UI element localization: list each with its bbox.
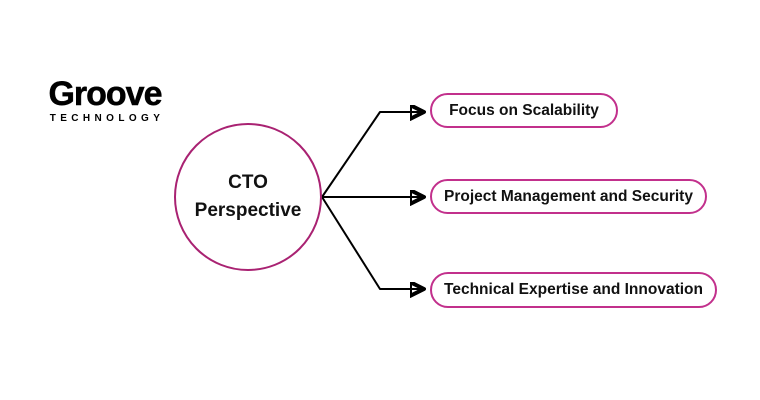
- center-node-line1: CTO: [228, 172, 268, 193]
- brand-name: Groove: [48, 75, 163, 113]
- arrow-to-branch-1: [321, 112, 423, 198]
- center-node-line2: Perspective: [194, 200, 302, 221]
- brand-logo: Groove TECHNOLOGY: [44, 76, 166, 124]
- center-node-label: CTO Perspective: [195, 169, 302, 225]
- arrow-to-branch-3: [321, 196, 423, 289]
- brand-tagline: TECHNOLOGY: [49, 113, 165, 124]
- branch-node-project-management-security: Project Management and Security: [430, 179, 707, 214]
- center-node-cto-perspective: CTO Perspective: [174, 123, 322, 271]
- branch-node-technical-expertise-innovation: Technical Expertise and Innovation: [430, 272, 717, 308]
- branch-node-scalability: Focus on Scalability: [430, 93, 618, 128]
